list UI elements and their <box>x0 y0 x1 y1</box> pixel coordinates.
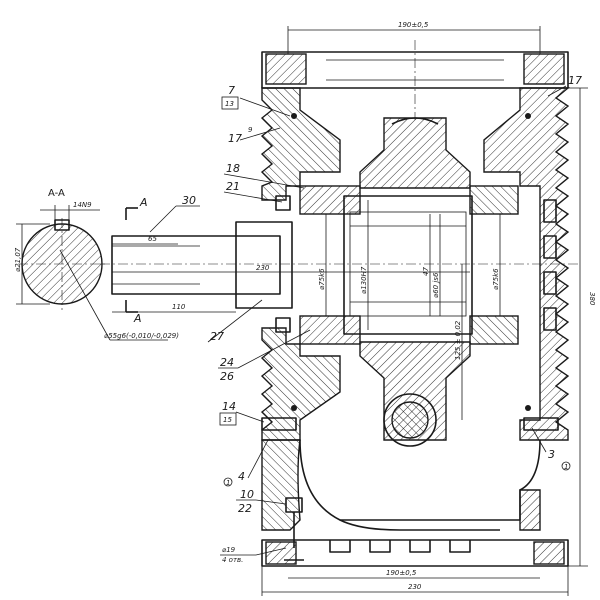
callout-18: 18 <box>226 162 240 175</box>
section-marker-bottom: A <box>133 312 142 325</box>
shaft-body <box>111 235 281 295</box>
callout-4: 4 <box>238 470 245 483</box>
input-shaft: A A 65 230 110 <box>100 196 580 325</box>
bearing-right-top <box>469 185 519 215</box>
housing: ⌀75k6 ⌀130H7 47 ⌀60 js6 125 ± 0,02 ⌀75k6 <box>260 40 570 567</box>
callouts: 7 13 17 9 18 21 30 27 24 26 14 15 4 1 <box>149 74 582 564</box>
callout-21: 21 <box>226 180 240 193</box>
dim-bottom-outer: 230 <box>408 583 422 591</box>
dim-bore1: ⌀75k6 <box>318 268 326 290</box>
dim-center-h: 47 <box>422 267 430 276</box>
dim-bottom-inner: 190±0,5 <box>386 569 417 577</box>
callout-3-sub: 1 <box>564 463 568 471</box>
left-wall-lower <box>260 327 341 441</box>
section-diameter-label: ⌀21,07 <box>14 247 22 272</box>
callout-17-left: 17 <box>228 132 242 145</box>
callout-10: 10 <box>240 488 254 501</box>
callout-3: 3 <box>548 448 555 461</box>
callout-24: 24 <box>220 356 234 369</box>
section-title: A-A <box>48 188 65 199</box>
dim-bore2: ⌀130H7 <box>360 266 368 294</box>
callout-9: 9 <box>248 126 253 134</box>
callout-14: 14 <box>222 400 236 413</box>
dim-65: 65 <box>148 235 157 243</box>
section-a-a: ⌀21,07 14N9 A-A ⌀55g6(-0,010/-0,029) <box>14 188 179 341</box>
dim-center-d: ⌀60 js6 <box>432 272 440 298</box>
upper-boss <box>359 117 471 189</box>
callout-17-right: 17 <box>568 74 582 87</box>
lower-boss <box>359 341 471 441</box>
base-foot <box>261 539 569 567</box>
left-wall <box>260 87 341 201</box>
right-side-bolt <box>523 417 559 431</box>
callout-22: 22 <box>238 502 252 515</box>
dim-bore3: ⌀75k6 <box>492 268 500 290</box>
dim-height: 380 <box>588 292 596 306</box>
key-fit-label: 14N9 <box>73 201 92 209</box>
overall-dims: 190±0,5 380 190±0,5 230 <box>261 21 596 596</box>
left-side-bolt <box>261 417 297 431</box>
dim-top-width: 190±0,5 <box>398 21 429 29</box>
dim-230-shaft: 230 <box>256 264 270 272</box>
top-flange <box>261 51 569 89</box>
callout-13: 13 <box>225 100 234 108</box>
callout-7: 7 <box>228 84 235 97</box>
section-marker-top: A <box>139 196 148 209</box>
shaft-fit-label: ⌀55g6(-0,010/-0,029) <box>104 332 179 340</box>
callout-30: 30 <box>182 194 196 207</box>
callout-4-sub: 1 <box>226 479 230 487</box>
output-bore <box>383 393 437 447</box>
bearing-left-bottom <box>299 315 361 345</box>
shaft-collar <box>235 221 293 309</box>
bearing-right-bottom <box>469 315 519 345</box>
callout-15: 15 <box>223 416 232 424</box>
bolt-holes: 4 отв. <box>222 556 243 564</box>
central-sleeve <box>343 195 473 335</box>
dim-110: 110 <box>172 303 186 311</box>
lower-body <box>299 439 541 521</box>
bearing-left-top <box>299 185 361 215</box>
bolt-diameter: ⌀19 <box>222 546 236 554</box>
callout-27: 27 <box>210 330 224 343</box>
dim-offset: 125 ± 0,02 <box>454 320 462 360</box>
callout-26: 26 <box>220 370 234 383</box>
